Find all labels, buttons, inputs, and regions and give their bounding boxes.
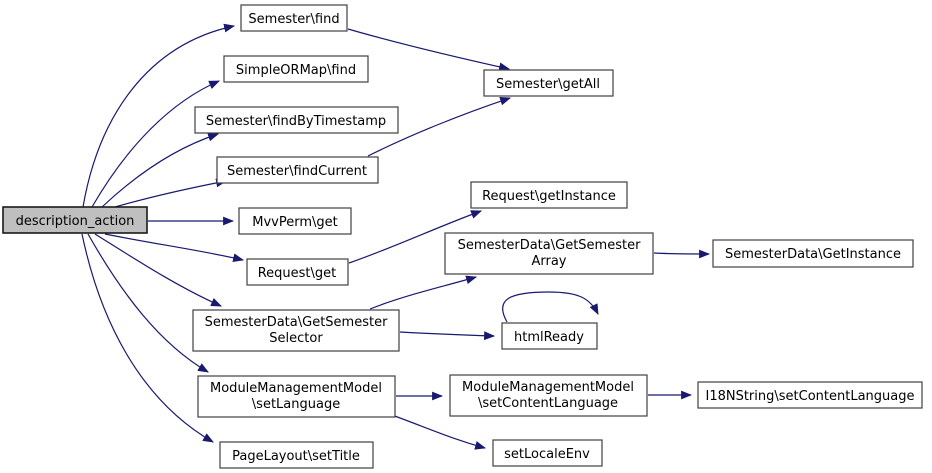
node-box [192, 309, 400, 352]
node-label-line1: ModuleManagementModel [462, 380, 634, 395]
node-box [216, 156, 379, 184]
edges-layer [81, 23, 711, 450]
edge-description-action-to-pagelayout-settitle [81, 233, 214, 443]
node-label-line2: Array [531, 254, 566, 269]
edge-request-get-to-request-getinstance [348, 210, 483, 264]
node-label: Request\get [258, 266, 337, 281]
node-box [223, 55, 369, 83]
node-label: Semester\getAll [496, 77, 600, 92]
node-label-line2: Selector [269, 331, 323, 346]
node-i18nstring-setcontentlanguage[interactable]: I18NString\setContentLanguage [697, 381, 923, 409]
edge-semesterdata-getsemesterselector-to-semesterdata-getsemesterarray [369, 275, 478, 310]
edge-description-action-to-modulemanagementmodel-setlanguage [87, 233, 209, 373]
node-box [444, 232, 654, 275]
node-label-line1: SemesterData\GetSemester [458, 238, 641, 253]
node-request-getinstance[interactable]: Request\getInstance [470, 181, 628, 209]
node-box [492, 439, 603, 467]
edge-description-action-to-semester-findcurrent [114, 178, 228, 208]
node-pagelayout-settitle[interactable]: PageLayout\setTitle [219, 441, 374, 469]
edge-description-action-to-semesterdata-getsemesterselector [94, 233, 223, 307]
node-box [240, 4, 348, 32]
node-semester-getall[interactable]: Semester\getAll [483, 69, 614, 97]
node-modulemanagementmodel-setlanguage[interactable]: ModuleManagementModel \setLanguage [197, 375, 396, 418]
node-label: Request\getInstance [482, 189, 616, 204]
nodes-layer: description_action Semester\find SimpleO… [2, 4, 923, 469]
node-htmlready[interactable]: htmlReady [501, 322, 598, 350]
node-semester-findbytimestamp[interactable]: Semester\findByTimestamp [194, 106, 399, 134]
node-simpleormap-find[interactable]: SimpleORMap\find [223, 55, 369, 83]
edge-semesterdata-getsemesterarray-to-semesterdata-getinstance [653, 249, 711, 259]
node-label-line1: SemesterData\GetSemester [205, 315, 388, 330]
edge-semester-find-to-semester-getall [347, 28, 511, 72]
node-box [470, 181, 628, 209]
node-modulemanagementmodel-setcontentlanguage[interactable]: ModuleManagementModel \setContentLanguag… [449, 374, 648, 417]
node-box [449, 374, 648, 417]
node-box [501, 322, 598, 350]
node-label: Semester\findCurrent [227, 164, 367, 179]
node-label: I18NString\setContentLanguage [705, 389, 914, 404]
edge-htmlready-self-loop [502, 291, 599, 323]
node-label: SimpleORMap\find [236, 63, 356, 78]
node-semester-find[interactable]: Semester\find [240, 4, 348, 32]
node-box [712, 239, 914, 268]
node-label-line2: \setContentLanguage [478, 396, 618, 411]
node-box [697, 381, 923, 409]
node-mvvperm-get[interactable]: MvvPerm\get [238, 207, 352, 235]
edge-description-action-to-simpleormap-find [91, 80, 221, 208]
node-label: setLocaleEnv [504, 447, 590, 462]
node-label: Semester\findByTimestamp [206, 114, 386, 129]
node-label-line2: \setLanguage [252, 397, 340, 412]
node-box [194, 106, 399, 134]
node-semesterdata-getsemesterarray[interactable]: SemesterData\GetSemester Array [444, 232, 654, 275]
node-box [197, 375, 396, 418]
node-label: Semester\find [248, 12, 339, 27]
node-box [483, 69, 614, 97]
node-label: htmlReady [514, 330, 584, 345]
node-semesterdata-getsemesterselector[interactable]: SemesterData\GetSemester Selector [192, 309, 400, 352]
edge-modulemanagementmodel-setlanguage-to-setlocaleenv [391, 414, 487, 450]
edge-description-action-to-semester-findbytimestamp [101, 132, 220, 208]
edge-description-action-to-request-get [104, 233, 245, 263]
node-label: MvvPerm\get [252, 215, 337, 230]
node-request-get[interactable]: Request\get [246, 258, 349, 286]
node-label: description_action [16, 214, 135, 229]
node-box [2, 206, 148, 234]
edge-semesterdata-getsemesterselector-to-htmlready [399, 331, 496, 341]
edge-description-action-to-semester-find [82, 23, 236, 208]
node-label: SemesterData\GetInstance [725, 247, 901, 262]
node-box [238, 207, 352, 235]
edge-semester-findcurrent-to-semester-getall [367, 96, 512, 157]
node-box [246, 258, 349, 286]
node-label-line1: ModuleManagementModel [210, 381, 382, 396]
node-setlocaleenv[interactable]: setLocaleEnv [492, 439, 603, 467]
node-semester-findcurrent[interactable]: Semester\findCurrent [216, 156, 379, 184]
node-label: PageLayout\setTitle [232, 449, 360, 464]
node-description-action[interactable]: description_action [2, 206, 148, 234]
node-semesterdata-getinstance[interactable]: SemesterData\GetInstance [712, 239, 914, 268]
node-box [219, 441, 374, 469]
